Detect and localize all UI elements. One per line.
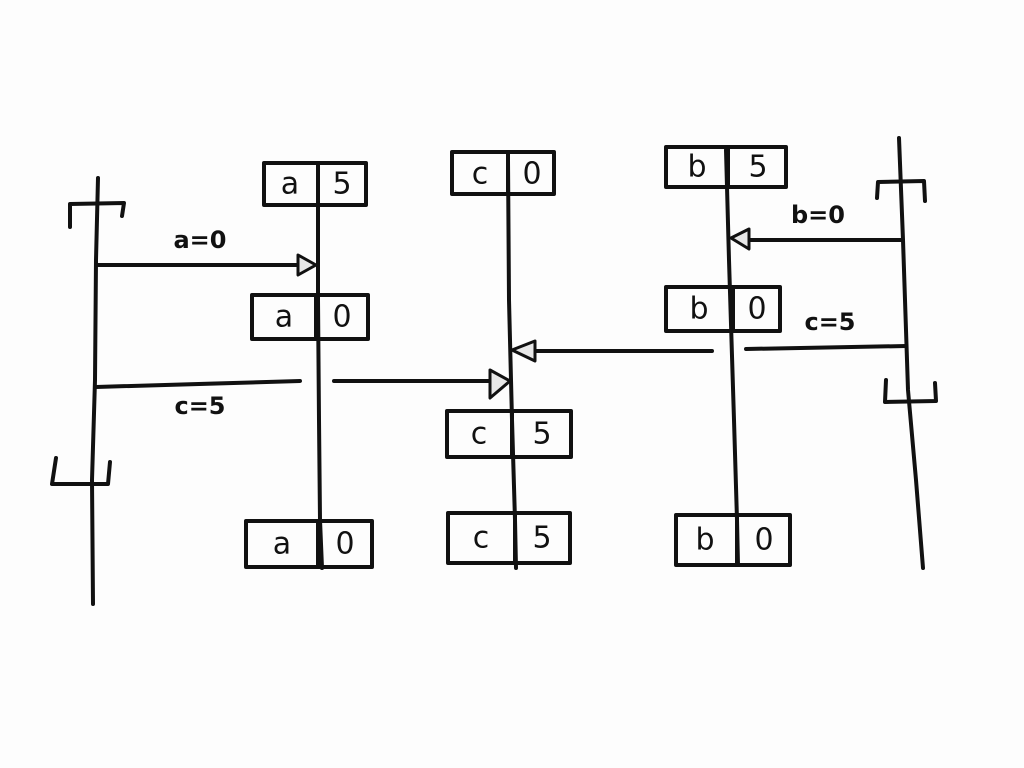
register-value: 0 xyxy=(747,292,766,327)
register-value: 5 xyxy=(748,150,767,185)
message-arrow-line-segment xyxy=(94,379,302,389)
register-c-lifeline xyxy=(506,158,518,570)
message-label: c=5 xyxy=(174,392,225,420)
process-left-start-bracket xyxy=(68,201,126,229)
arrowhead-right-icon xyxy=(488,368,512,400)
process-right-start-bracket xyxy=(875,179,927,203)
arrowhead-left-icon xyxy=(510,339,537,363)
register-value: 5 xyxy=(532,521,551,556)
register-name: b xyxy=(689,292,708,327)
process-right-lifeline xyxy=(897,136,925,570)
message-c-5-left: c=5 xyxy=(94,368,512,420)
register-name: b xyxy=(695,523,714,558)
process-left-end-bracket xyxy=(50,456,112,486)
message-b-0: b=0 xyxy=(729,201,905,251)
register-value: 0 xyxy=(332,300,351,335)
register-a-box-1: a 5 xyxy=(262,161,368,207)
register-name: a xyxy=(273,527,291,562)
message-arrow-line-segment xyxy=(744,344,908,351)
register-name: c xyxy=(472,157,489,192)
register-value: 0 xyxy=(522,157,541,192)
message-label: a=0 xyxy=(173,226,226,254)
process-left-lifeline xyxy=(90,176,100,606)
register-c-box-2: c 5 xyxy=(445,409,573,459)
process-left xyxy=(50,176,126,606)
register-value: 0 xyxy=(754,523,773,558)
message-a-0: a=0 xyxy=(96,226,318,277)
message-label: c=5 xyxy=(804,308,855,336)
register-name: c xyxy=(473,521,490,556)
register-value: 5 xyxy=(332,167,351,202)
register-b-lifeline xyxy=(724,148,740,567)
register-box-frame xyxy=(664,285,782,333)
register-box-frame xyxy=(446,511,572,565)
register-c-box-3: c 5 xyxy=(446,511,572,565)
process-right xyxy=(875,136,938,570)
register-name: b xyxy=(687,150,706,185)
register-b-box-3: b 0 xyxy=(674,513,792,567)
register-a-box-2: a 0 xyxy=(250,293,370,341)
register-c-box-1: c 0 xyxy=(450,150,556,196)
register-name: a xyxy=(281,167,299,202)
register-value: 0 xyxy=(335,527,354,562)
register-a-lifeline xyxy=(316,166,324,570)
register-box-frame xyxy=(244,519,374,569)
register-value: 5 xyxy=(532,417,551,452)
arrowhead-right-icon xyxy=(296,253,318,277)
register-b-box-1: b 5 xyxy=(664,145,788,189)
register-box-frame xyxy=(445,409,573,459)
arrowhead-left-icon xyxy=(729,227,751,251)
register-box-frame xyxy=(262,161,368,207)
register-a-box-3: a 0 xyxy=(244,519,374,569)
message-c-5-right: c=5 xyxy=(510,308,908,363)
register-box-frame xyxy=(450,150,556,196)
register-box-frame xyxy=(250,293,370,341)
register-name: a xyxy=(275,300,293,335)
register-b-box-2: b 0 xyxy=(664,285,782,333)
message-label: b=0 xyxy=(791,201,845,229)
process-right-end-bracket xyxy=(883,378,938,404)
register-name: c xyxy=(471,417,488,452)
register-box-frame xyxy=(674,513,792,567)
